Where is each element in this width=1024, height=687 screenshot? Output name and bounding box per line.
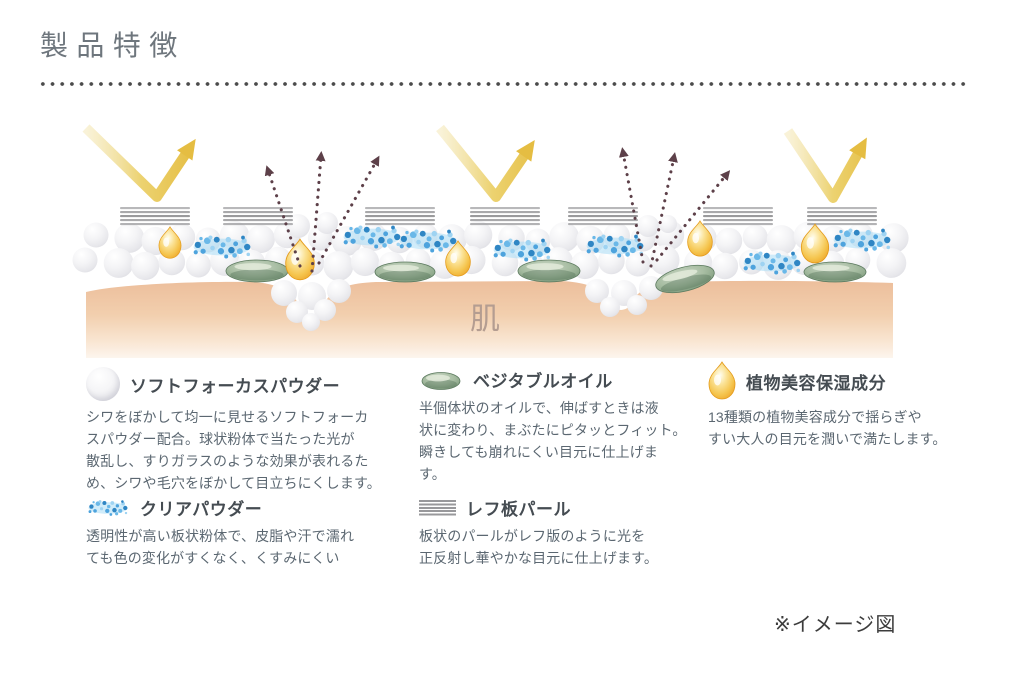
white-sphere-icon — [86, 367, 120, 401]
legend-body: 透明性が高い板状粉体で、皮脂や汗で濡れ ても色の変化がすくなく、くすみにくい — [86, 528, 355, 566]
dotted-divider — [38, 81, 970, 87]
clear-powder-clusters — [193, 225, 891, 275]
legend-item-plant-moisture: 植物美容保湿成分 13種類の植物美容成分で揺らぎや すい大人の目元を潤いで満たし… — [708, 361, 954, 451]
legend-title: ソフトフォーカスパウダー — [130, 376, 341, 396]
green-oil-icon — [421, 371, 461, 390]
legend-body: 13種類の植物美容成分で揺らぎや すい大人の目元を潤いで満たします。 — [708, 409, 947, 447]
vegetable-oil-blobs — [225, 259, 867, 294]
legend-item-vegetable-oil: ベジタブルオイル 半個体状のオイルで、伸ばすときは液 状に変わり、まぶたにピタッ… — [419, 367, 689, 486]
light-reflection-arrows — [82, 124, 867, 203]
pearl-stripes-icon — [419, 499, 456, 516]
legend-title: 植物美容保湿成分 — [746, 373, 887, 393]
moisture-droplets — [158, 220, 830, 281]
page-title: 製品特徴 — [40, 31, 186, 62]
legend-title: ベジタブルオイル — [473, 372, 613, 391]
legend-title: クリアパウダー — [140, 500, 263, 519]
reflector-pearl-plates — [120, 207, 877, 226]
skin-label: 肌 — [470, 303, 502, 336]
blue-powder-icon — [88, 499, 128, 516]
legend-title: レフ板パール — [466, 500, 572, 519]
diffused-light-arrows — [264, 147, 731, 273]
legend-item-reflector-pearl: レフ板パール 板状のパールがレフ版のように光を 正反射し華やかな目元に仕上げます… — [419, 495, 671, 570]
image-note: ※イメージ図 — [774, 614, 897, 636]
legend-body: シワをぼかして均一に見せるソフトフォーカ スパウダー配合。球状粉体で当たった光が… — [86, 409, 381, 491]
legend-body: 半個体状のオイルで、伸ばすときは液 状に変わり、まぶたにピタッとフィット。 瞬き… — [419, 400, 687, 482]
gold-droplet-icon — [708, 361, 736, 400]
legend-item-clear-powder: クリアパウダー 透明性が高い板状粉体で、皮脂や汗で濡れ ても色の変化がすくなく、… — [86, 495, 378, 570]
legend-item-soft-focus-powder: ソフトフォーカスパウダー シワをぼかして均一に見せるソフトフォーカ スパウダー配… — [86, 367, 396, 495]
legend-body: 板状のパールがレフ版のように光を 正反射し華やかな目元に仕上げます。 — [419, 528, 658, 566]
